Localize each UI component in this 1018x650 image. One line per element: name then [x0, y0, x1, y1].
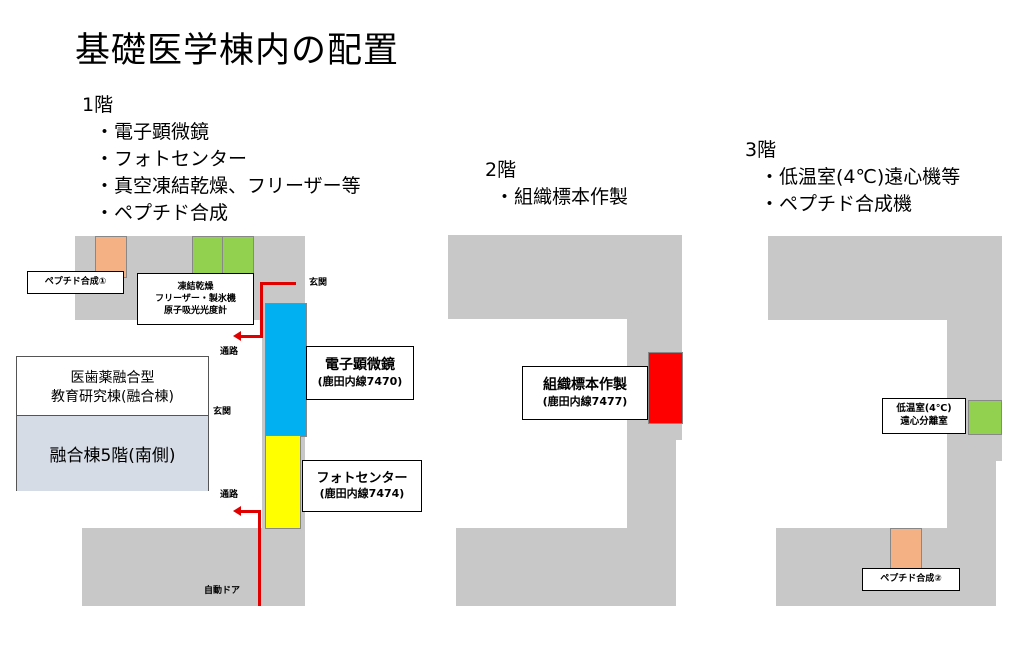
em-extension: (鹿田内線7470) [317, 375, 403, 389]
route-top-vertical [260, 282, 263, 337]
electron-microscope-label: 電子顕微鏡 (鹿田内線7470) [306, 346, 414, 400]
cold-room-label: 低温室(4℃) 遠心分離室 [882, 398, 966, 434]
adjacent-floor-label: 融合棟5階(南側) [17, 415, 208, 491]
em-name: 電子顕微鏡 [325, 357, 395, 374]
floor1-item-photo: ・フォトセンター [95, 148, 248, 170]
cold-room-line2: 遠心分離室 [900, 416, 948, 427]
arrow-left-icon [233, 331, 241, 341]
freeze-dry-label: 凍結乾燥 フリーザー・製氷機 原子吸光光度計 [137, 273, 254, 325]
page-title: 基礎医学棟内の配置 [75, 31, 400, 71]
adjacent-building-name: 医歯薬融合型 教育研究棟(融合棟) [17, 369, 208, 407]
peptide-synthesis-2-label: ペプチド合成② [862, 568, 960, 591]
photo-center-room [265, 435, 301, 529]
route-bottom-stub [239, 510, 261, 513]
arrow-left-icon [233, 506, 241, 516]
entrance-label-mid: 玄関 [213, 407, 232, 417]
peptide-room-2 [890, 528, 922, 570]
freeze-room-a [192, 236, 224, 278]
adjacent-building-line1: 医歯薬融合型 [70, 370, 155, 386]
cold-room [968, 400, 1002, 435]
floor1-corridor-bottom [82, 528, 305, 606]
route-top-stub [239, 335, 263, 338]
freeze-dry-line2: フリーザー・製氷機 [155, 293, 236, 304]
tissue-name: 組織標本作製 [543, 377, 627, 394]
adjacent-building: 医歯薬融合型 教育研究棟(融合棟) 融合棟5階(南側) [16, 356, 209, 491]
cold-room-line1: 低温室(4℃) [896, 403, 952, 415]
floor2-heading: 2階 [485, 159, 517, 181]
floor1-item-peptide: ・ペプチド合成 [95, 202, 229, 224]
floor3-item-cold: ・低温室(4℃)遠心機等 [760, 166, 961, 188]
route-top-horizontal [260, 282, 296, 285]
photo-name: フォトセンター [316, 470, 408, 486]
route-bottom-vertical [258, 510, 261, 606]
freeze-room-b [222, 236, 254, 278]
tissue-room-label: 組織標本作製 (鹿田内線7477) [522, 366, 648, 420]
freeze-dry-line1: 凍結乾燥 [177, 281, 214, 292]
adjacent-building-line2: 教育研究棟(融合棟) [51, 389, 174, 405]
floor2-corridor-bottom [456, 528, 676, 606]
electron-microscope-room [265, 303, 307, 437]
floor2-item-tissue: ・組織標本作製 [495, 186, 629, 208]
passage-label-top: 通路 [220, 347, 239, 357]
auto-door-label: 自動ドア [204, 586, 241, 596]
floor3-heading: 3階 [745, 139, 777, 161]
floor1-item-em: ・電子顕微鏡 [95, 121, 210, 143]
passage-label-bottom: 通路 [220, 490, 239, 500]
entrance-label-top: 玄関 [309, 278, 328, 288]
floor3-item-peptide: ・ペプチド合成機 [760, 193, 913, 215]
photo-extension: (鹿田内線7474) [319, 487, 405, 501]
floor1-item-freeze: ・真空凍結乾燥、フリーザー等 [95, 175, 361, 197]
tissue-room [648, 352, 683, 424]
floor1-heading: 1階 [82, 94, 114, 116]
floor3-corridor-bottom [776, 528, 996, 606]
photo-center-label: フォトセンター (鹿田内線7474) [302, 460, 422, 512]
tissue-extension: (鹿田内線7477) [542, 395, 628, 409]
freeze-dry-line3: 原子吸光光度計 [163, 306, 227, 317]
peptide-synthesis-1-label: ペプチド合成① [27, 271, 124, 294]
